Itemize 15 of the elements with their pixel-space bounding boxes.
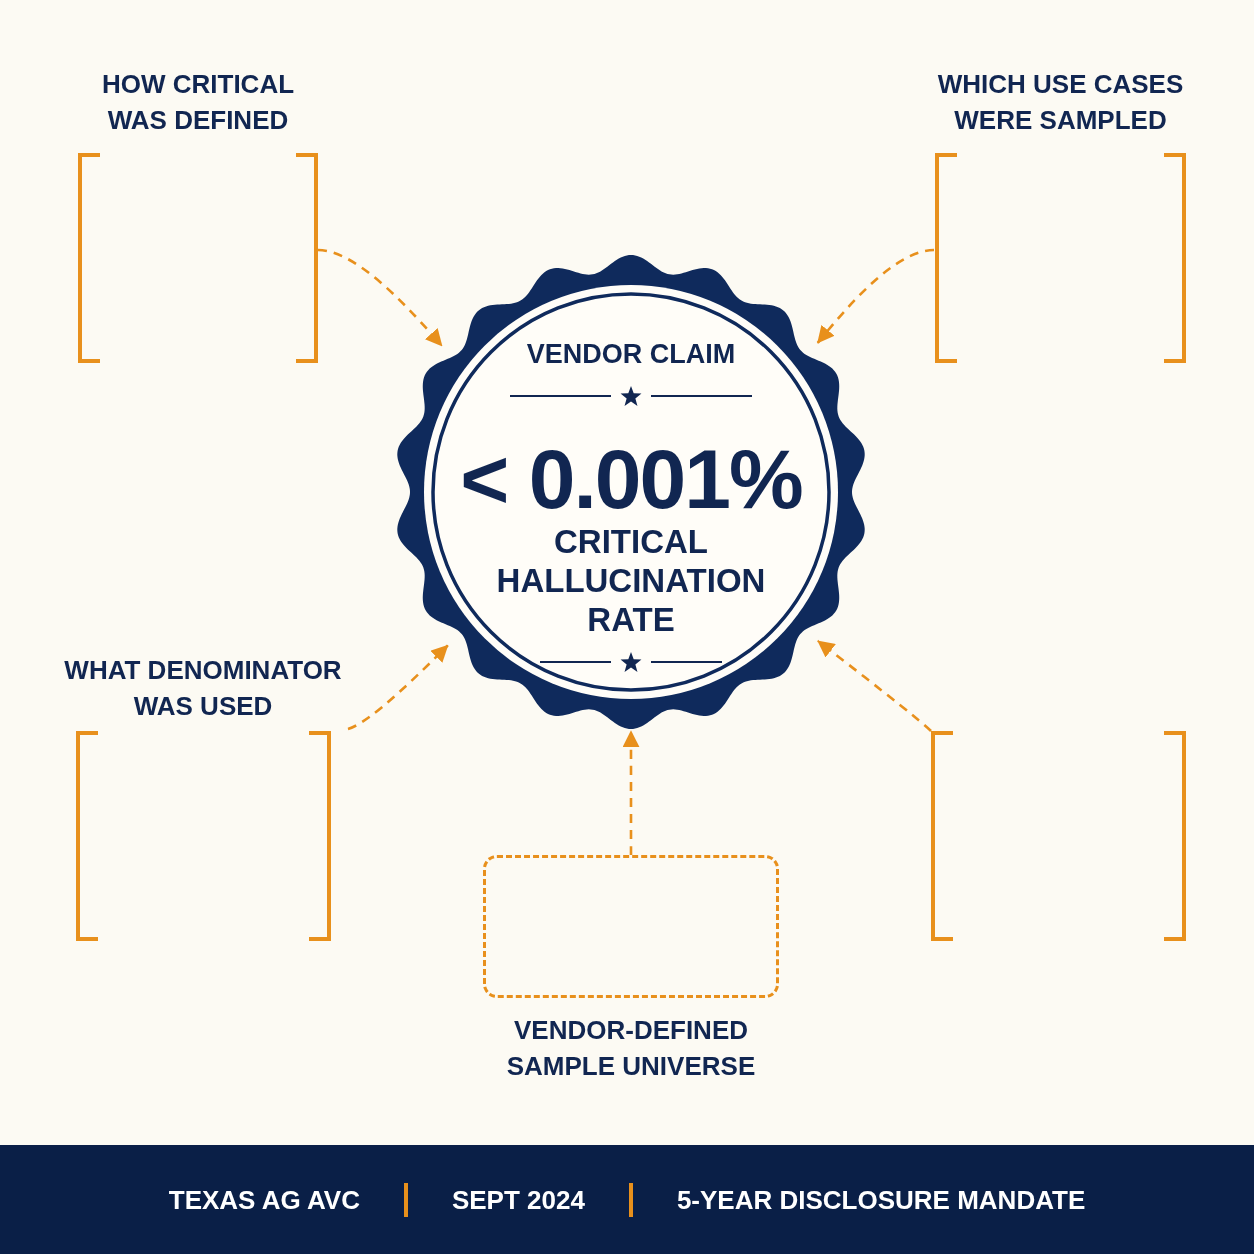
section-heading: WHAT DENOMINATOR WAS USED <box>63 654 343 723</box>
dashed-arrow <box>317 248 443 347</box>
footer-label: 5-YEAR DISCLOSURE MANDATE <box>676 1183 1086 1216</box>
footer-label: TEXAS AG AVC <box>168 1183 360 1216</box>
dashed-arrow <box>347 644 449 731</box>
dashed-arrow <box>816 248 935 344</box>
box-caption: VENDOR-DEFINED SAMPLE UNIVERSE <box>505 1014 757 1083</box>
seal-caption: CRITICAL HALLUCINATION RATE <box>495 522 767 639</box>
seal-title: VENDOR CLAIM <box>525 338 737 370</box>
dashed-arrow <box>622 730 640 855</box>
dashed-arrow <box>817 639 932 732</box>
seal-value: < 0.001% <box>459 433 803 525</box>
section-heading: WHICH USE CASES WERE SAMPLED <box>936 68 1185 137</box>
footer-label: SEPT 2024 <box>451 1183 585 1216</box>
section-heading: HOW CRITICAL WAS DEFINED <box>100 68 296 137</box>
